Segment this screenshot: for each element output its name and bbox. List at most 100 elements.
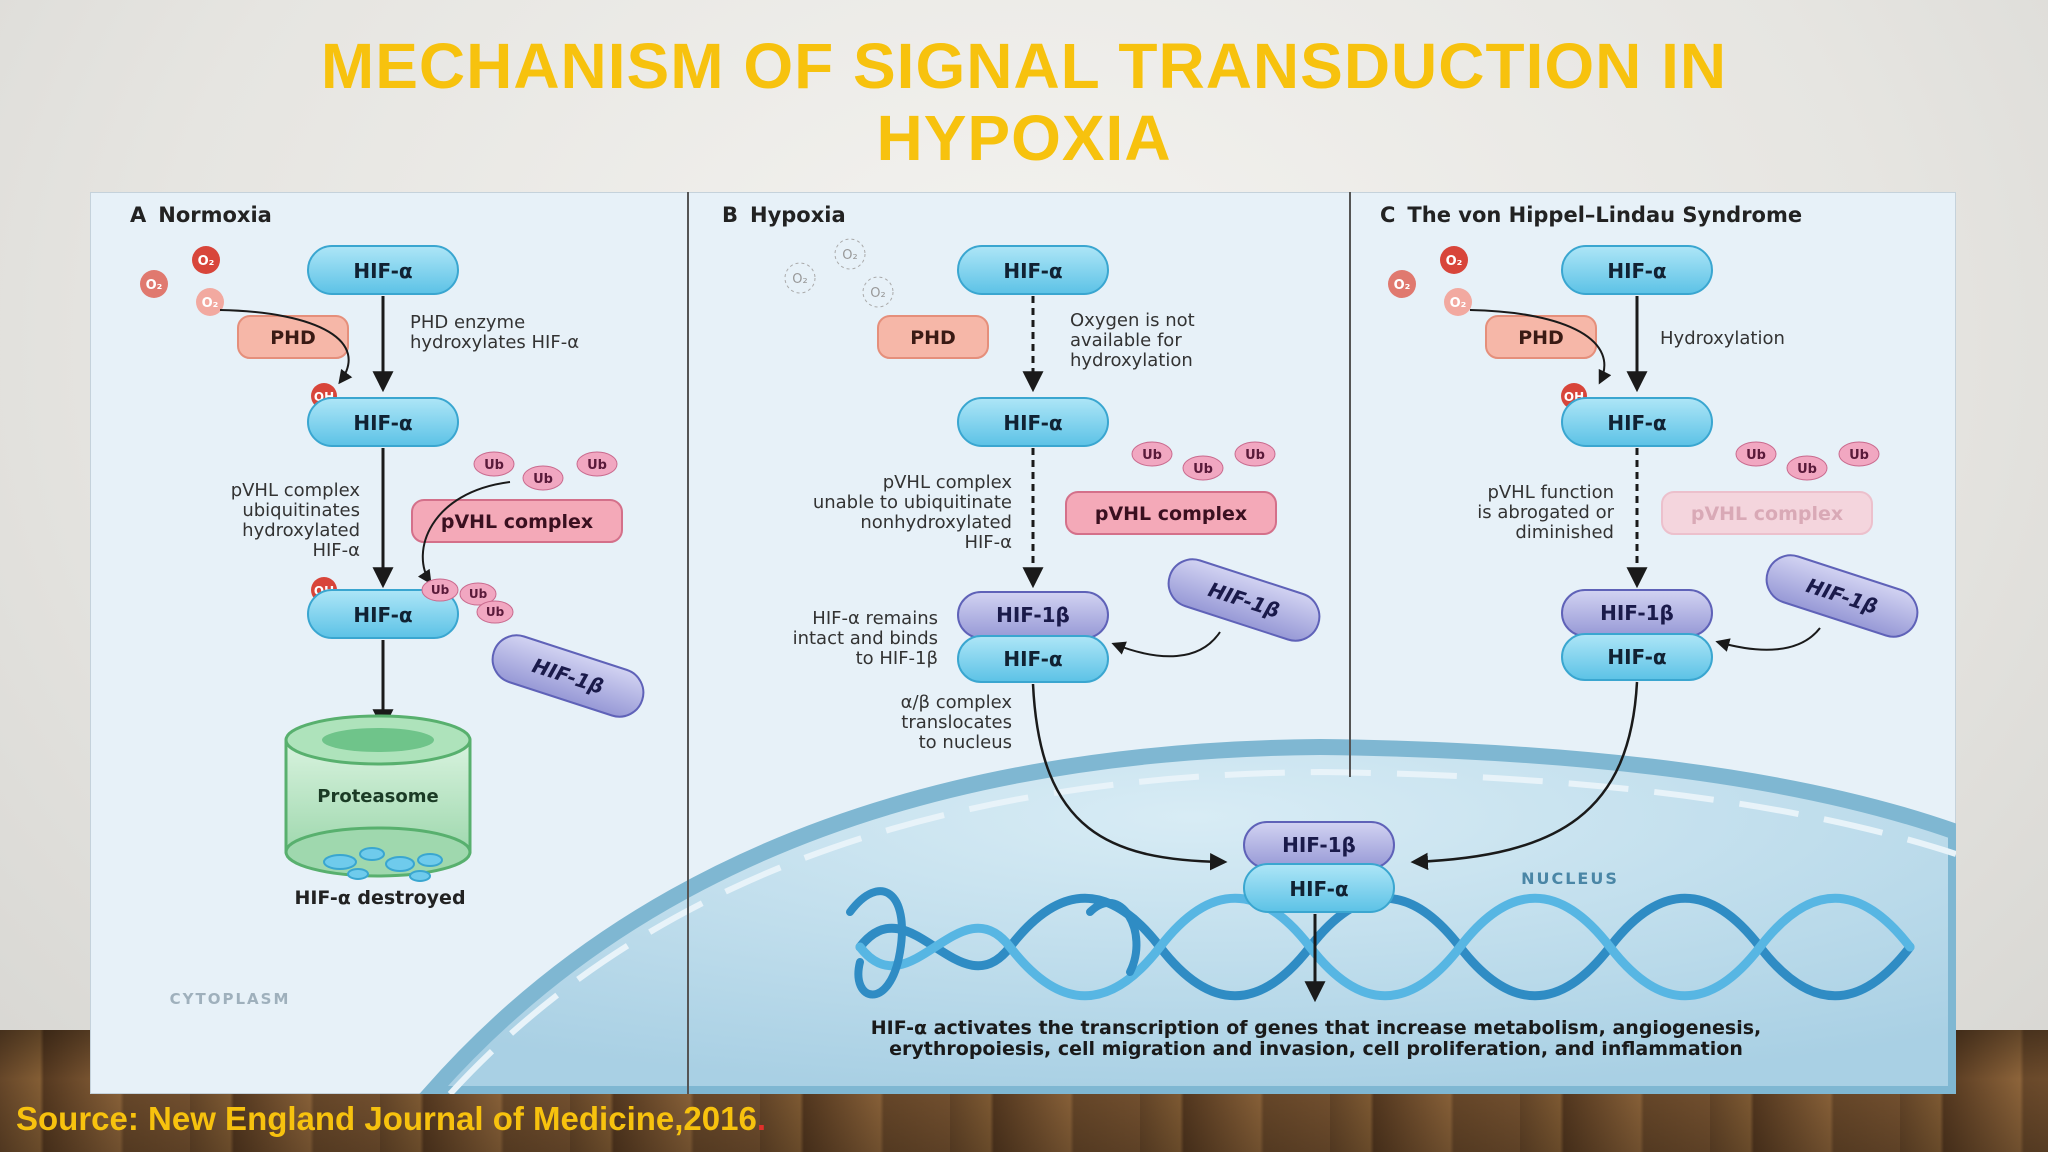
ub-label: Ub	[1193, 462, 1213, 477]
hif-alpha-nonhydroxylated-node	[957, 397, 1109, 447]
hif-beta-label: HIF-1β	[1282, 833, 1356, 857]
hif-alpha-bound-node-c	[1561, 633, 1713, 681]
phd-label: PHD	[270, 327, 316, 349]
hif-alpha-label: HIF-α	[1003, 647, 1062, 671]
ub-label: Ub	[1849, 448, 1869, 463]
panel-c-vhl-syndrome: C The von Hippel–Lindau Syndrome O₂ O₂ O₂…	[1380, 203, 1919, 871]
panel-c-title: The von Hippel–Lindau Syndrome	[1407, 203, 1802, 227]
ub-label: Ub	[484, 458, 504, 473]
hif-alpha-label: HIF-α	[1607, 411, 1666, 435]
pvhl-label: pVHL complex	[441, 511, 593, 533]
hif-alpha-label: HIF-α	[1003, 411, 1062, 435]
step1-text-c: Hydroxylation	[1660, 328, 1785, 349]
pvhl-complex-node	[1065, 491, 1277, 535]
o2-label: O₂	[1394, 278, 1411, 293]
hif-alpha-hydroxylated-node	[1561, 397, 1713, 447]
o2-molecules-c: O₂ O₂ O₂	[1388, 246, 1472, 316]
o2-label: O₂	[146, 278, 163, 293]
arrow-translocation-b	[1031, 683, 1228, 871]
pvhl-complex-node	[411, 499, 623, 543]
hif-1beta-free-node-b: HIF-1β	[1167, 558, 1321, 642]
hif-destroyed-label: HIF-α destroyed	[294, 887, 465, 909]
ub-label: Ub	[533, 472, 553, 487]
panel-a-letter: A	[130, 203, 147, 227]
ub-label: Ub	[1797, 462, 1817, 477]
arrow-o2-to-oh-c	[1469, 309, 1612, 385]
ubiquitin	[473, 451, 515, 477]
phd-node	[877, 315, 989, 359]
o2-label: O₂	[202, 296, 219, 311]
hif-alpha-hydroxylated-node	[307, 397, 459, 447]
ubiquitin	[1838, 441, 1880, 467]
panel-b-title: Hypoxia	[750, 203, 846, 227]
source-dot: .	[756, 1100, 767, 1137]
slide-title-line-2: HYPOXIA	[876, 102, 1172, 174]
hif-alpha-nuclear-node	[1243, 863, 1395, 913]
ub-label: Ub	[1245, 448, 1265, 463]
source-citation: Source: New England Journal of Medicine,…	[16, 1100, 766, 1138]
pvhl-label: pVHL complex	[1691, 503, 1843, 525]
hif-alpha-label: HIF-α	[1289, 877, 1348, 901]
pvhl-label: pVHL complex	[1095, 503, 1247, 525]
cytoplasm-label: CYTOPLASM	[170, 990, 291, 1008]
hif-alpha-label: HIF-α	[1003, 259, 1062, 283]
ubiquitin	[1182, 455, 1224, 481]
hif-alpha-ubiquitinated-node	[307, 589, 459, 639]
nucleus-caption: HIF-α activates the transcription of gen…	[871, 1017, 1762, 1060]
hif-alpha-label: HIF-α	[353, 259, 412, 283]
hif-alpha-node	[1561, 245, 1713, 295]
ubiquitin	[421, 578, 459, 602]
source-text: Source: New England Journal of Medicine,…	[16, 1100, 757, 1137]
hif-alpha-label: HIF-α	[353, 603, 412, 627]
panel-c-letter: C	[1380, 203, 1395, 227]
ub-label: Ub	[587, 458, 607, 473]
o2-label: O₂	[1450, 296, 1467, 311]
nuclear-pores	[447, 768, 1956, 1094]
ubiquitin	[1786, 455, 1828, 481]
nucleus-label: NUCLEUS	[1521, 869, 1619, 888]
ubiquitin	[476, 600, 514, 624]
o2-label: O₂	[198, 254, 215, 269]
hif-1beta-free-node-c: HIF-1β	[1765, 554, 1919, 638]
ub-label: Ub	[1746, 448, 1766, 463]
hif-beta-label: HIF-1β	[1600, 601, 1674, 625]
slide-title-line-1: MECHANISM OF SIGNAL TRANSDUCTION IN	[320, 30, 1728, 102]
hif-alpha-label: HIF-α	[353, 411, 412, 435]
hif-alpha-fragments	[323, 847, 443, 882]
arrow-beta-binding-c	[1715, 627, 1821, 652]
hif-alpha-node	[307, 245, 459, 295]
nuclear-complex: HIF-1β HIF-α	[1243, 821, 1395, 1003]
ubiquitin	[1131, 441, 1173, 467]
ubiquitin	[522, 465, 564, 491]
o2-label: O₂	[870, 286, 885, 301]
pvhl-complex-faded-node	[1661, 491, 1873, 535]
ubiquitin	[1234, 441, 1276, 467]
arrow-o2-to-oh-a	[219, 309, 353, 385]
hif-alpha-label: HIF-α	[1607, 259, 1666, 283]
hif-alpha-bound-node-b	[957, 635, 1109, 683]
ubiquitin	[576, 451, 618, 477]
panel-a-title: Normoxia	[158, 203, 272, 227]
o2-absent-b: O₂ O₂ O₂	[784, 238, 894, 308]
hif-alpha-label: HIF-α	[1607, 645, 1666, 669]
phd-label: PHD	[910, 327, 956, 349]
arrow-beta-binding-b	[1111, 631, 1221, 658]
panel-b-hypoxia: B Hypoxia O₂ O₂ O₂ HIF-α PHD Oxygen is no…	[722, 203, 1321, 871]
hif-beta-label: HIF-1β	[996, 603, 1070, 627]
panel-b-letter: B	[722, 203, 738, 227]
o2-molecules-a: O₂ O₂ O₂	[140, 246, 224, 316]
hif-1beta-node-a: HIF-1β	[491, 634, 645, 718]
o2-label: O₂	[792, 272, 807, 287]
ub-label: Ub	[1142, 448, 1162, 463]
o2-label: O₂	[842, 248, 857, 263]
hif-alpha-node	[957, 245, 1109, 295]
